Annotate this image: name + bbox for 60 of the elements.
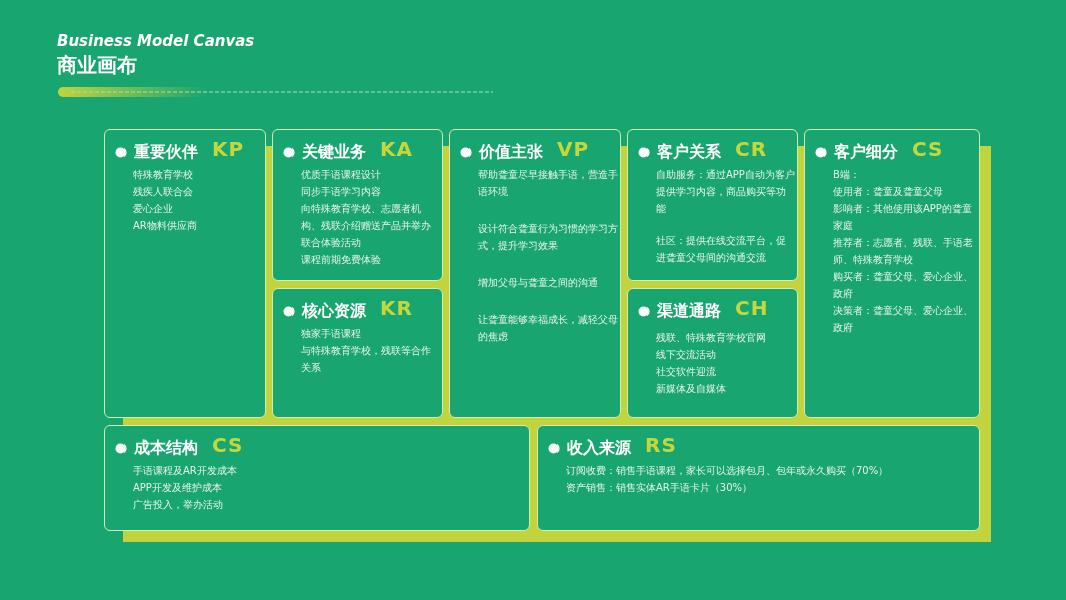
item-text: 决策者：聋童父母、爱心企业、政府 (833, 304, 974, 335)
canvas-card (449, 129, 621, 418)
item-text: 购买者：聋童父母、爱心企业、政府 (833, 270, 974, 301)
section-code: VP (557, 137, 590, 161)
item-text: 新媒体及自媒体 (656, 382, 727, 396)
item-text: 优质手语课程设计 (301, 168, 382, 182)
canvas-card (272, 129, 443, 281)
item-text: 向特殊教育学校、志愿者机构、残联介绍赠送产品并举办联合体验活动 (301, 202, 432, 250)
item-text: 残联、特殊教育学校官网 (656, 331, 767, 345)
section-heading: 客户关系 (657, 141, 721, 163)
item-text: 广告投入，举办活动 (133, 498, 224, 512)
item-text: 课程前期免费体验 (301, 253, 382, 267)
canvas-card (537, 425, 980, 531)
item-text: 帮助聋童尽早接触手语，营造手语环境 (478, 168, 618, 199)
item-text: 设计符合聋童行为习惯的学习方式，提升学习效果 (478, 222, 618, 253)
section-heading: 关键业务 (302, 141, 366, 163)
section-code: CR (735, 137, 768, 161)
item-text: 特殊教育学校 (133, 168, 194, 182)
item-text: 影响者：其他使用该APP的聋童家庭 (833, 202, 973, 233)
section-heading: 成本结构 (134, 437, 198, 459)
item-text: 与特殊教育学校，残联等合作关系 (301, 344, 432, 375)
item-text: AR物料供应商 (133, 219, 198, 233)
canvas-card (627, 129, 798, 281)
item-text: 资产销售：销售实体AR手语卡片（30%） (566, 481, 753, 495)
canvas-card (104, 425, 530, 531)
section-heading: 客户细分 (834, 141, 898, 163)
section-code: KR (380, 296, 413, 320)
item-text: 推荐者：志愿者、残联、手语老师、特殊教育学校 (833, 236, 974, 267)
section-heading: 收入来源 (567, 437, 631, 459)
section-code: KA (380, 137, 413, 161)
canvas-card (804, 129, 980, 418)
item-text: 残疾人联合会 (133, 185, 194, 199)
section-code: KP (212, 137, 245, 161)
section-heading: 重要伙伴 (134, 141, 198, 163)
item-text: 自助服务：通过APP自动为客户提供学习内容，商品购买等功能 (656, 168, 795, 216)
canvas-card (104, 129, 266, 418)
canvas-card (627, 288, 798, 418)
item-text: 手语课程及AR开发成本 (133, 464, 238, 478)
item-text: 爱心企业 (133, 202, 174, 216)
subtitle: Business Model Canvas (57, 32, 255, 50)
title: 商业画布 (57, 52, 137, 79)
item-text: 让聋童能够幸福成长，减轻父母的焦虑 (478, 313, 618, 344)
item-text: B端： (833, 168, 861, 182)
section-heading: 价值主张 (479, 141, 543, 163)
item-text: 同步手语学习内容 (301, 185, 382, 199)
canvas-card (272, 288, 443, 418)
section-code: CS (212, 433, 244, 457)
item-text: 社交软件迎流 (656, 365, 717, 379)
section-code: CS (912, 137, 944, 161)
item-text: 使用者：聋童及聋童父母 (833, 185, 944, 199)
section-code: CH (735, 296, 769, 320)
item-text: 独家手语课程 (301, 327, 362, 341)
section-code: RS (645, 433, 677, 457)
item-text: 线下交流活动 (656, 348, 717, 362)
item-text: 社区：提供在线交流平台，促进聋童父母间的沟通交流 (656, 234, 787, 265)
section-heading: 渠道通路 (657, 300, 721, 322)
item-text: 增加父母与聋童之间的沟通 (478, 276, 599, 290)
section-heading: 核心资源 (302, 300, 366, 322)
item-text: 订阅收费：销售手语课程，家长可以选择包月、包年或永久购买（70%） (566, 464, 890, 478)
item-text: APP开发及维护成本 (133, 481, 223, 495)
